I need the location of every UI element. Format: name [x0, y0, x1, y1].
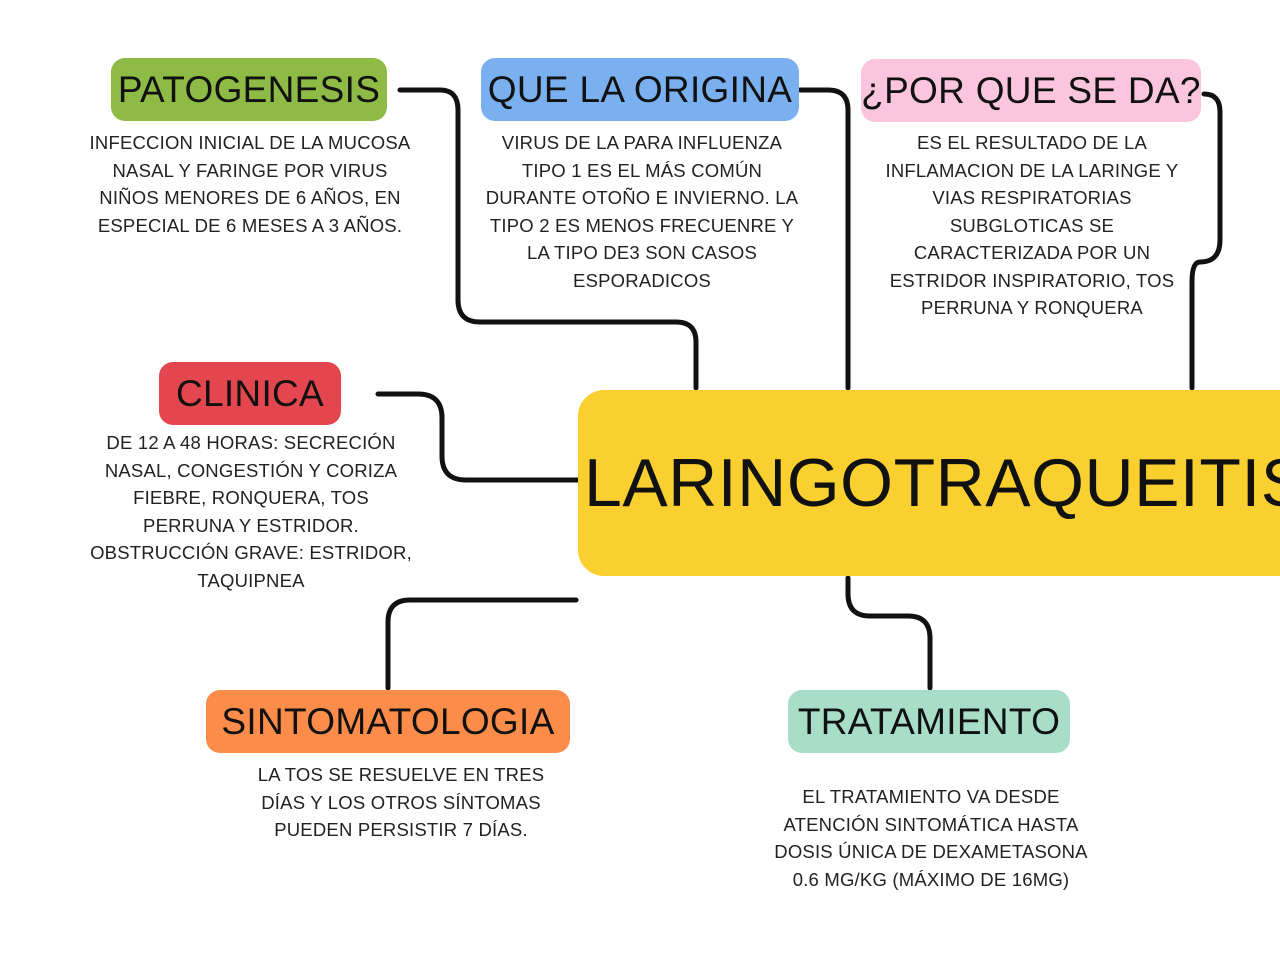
node-tratamiento-description: EL TRATAMIENTO VA DESDE ATENCIÓN SINTOMÁ…	[740, 783, 1122, 893]
description-line: LA TIPO DE3 SON CASOS	[526, 242, 758, 263]
node-por-que-se-da-description: ES EL RESULTADO DE LA INFLAMACION DE LA …	[842, 129, 1222, 322]
description-line: DÍAS Y LOS OTROS SÍNTOMAS	[261, 791, 541, 813]
node-sintomatologia-description: LA TOS SE RESUELVE EN TRES DÍAS Y LOS OT…	[210, 761, 592, 844]
description-line: PERRUNA Y RONQUERA	[921, 297, 1143, 318]
description-line: DE 12 A 48 HORAS: SECRECIÓN	[106, 432, 396, 453]
node-por-que-se-da: ¿POR QUE SE DA?	[861, 59, 1201, 122]
node-que-la-origina: QUE LA ORIGINA	[481, 58, 799, 121]
description-line: VIRUS DE LA PARA INFLUENZA	[501, 132, 783, 153]
description-line: NASAL Y FARINGE POR VIRUS	[112, 159, 388, 181]
description-line: ESTRIDOR INSPIRATORIO, TOS	[889, 269, 1175, 291]
description-line: PUEDEN PERSISTIR 7 DÍAS.	[274, 819, 528, 840]
node-tratamiento: TRATAMIENTO	[788, 690, 1070, 753]
description-line: TIPO 2 ES MENOS FRECUENRE Y	[489, 214, 795, 236]
description-line: ES EL RESULTADO DE LA	[916, 132, 1148, 153]
connector-patogenesis	[397, 87, 699, 391]
node-clinica: CLINICA	[159, 362, 341, 425]
node-clinica-description: DE 12 A 48 HORAS: SECRECIÓN NASAL, CONGE…	[60, 429, 442, 594]
description-line: OBSTRUCCIÓN GRAVE: ESTRIDOR,	[90, 542, 412, 563]
description-line: FIEBRE, RONQUERA, TOS	[133, 487, 369, 508]
description-line: CARACTERIZADA POR UN	[913, 242, 1151, 263]
description-line: ESPORADICOS	[573, 269, 711, 291]
node-clinica-title: CLINICA	[175, 372, 325, 414]
connector-clinica	[375, 391, 581, 483]
description-line: SUBGLOTICAS SE	[949, 214, 1115, 236]
description-line: VIAS RESPIRATORIAS	[932, 187, 1132, 208]
node-patogenesis-description: INFECCION INICIAL DE LA MUCOSA NASAL Y F…	[60, 129, 440, 239]
node-que-la-origina-description: VIRUS DE LA PARA INFLUENZA TIPO 1 ES EL …	[452, 129, 832, 294]
connector-tratamiento	[845, 575, 933, 691]
description-line: EL TRATAMIENTO VA DESDE	[802, 786, 1060, 807]
description-line: LA TOS SE RESUELVE EN TRES	[257, 764, 545, 785]
description-line: TIPO 1 ES EL MÁS COMÚN	[521, 159, 763, 181]
node-patogenesis-title: PATOGENESIS	[117, 68, 381, 110]
center-node: LARINGOTRAQUEITIS	[578, 390, 1280, 576]
description-line: NASAL, CONGESTIÓN Y CORIZA	[104, 459, 398, 481]
description-line: TAQUIPNEA	[197, 569, 305, 591]
description-line: PERRUNA Y ESTRIDOR.	[143, 514, 359, 536]
description-line: INFECCION INICIAL DE LA MUCOSA	[89, 132, 411, 153]
node-tratamiento-title: TRATAMIENTO	[797, 700, 1061, 742]
node-sintomatologia: SINTOMATOLOGIA	[206, 690, 570, 753]
node-sintomatologia-title: SINTOMATOLOGIA	[221, 700, 555, 742]
connector-sintomatologia	[385, 597, 579, 691]
description-line: DURANTE OTOÑO E INVIERNO. LA	[485, 187, 799, 208]
center-title: LARINGOTRAQUEITIS	[584, 445, 1280, 521]
node-patogenesis: PATOGENESIS	[111, 58, 387, 121]
description-line: ATENCIÓN SINTOMÁTICA HASTA	[783, 813, 1079, 835]
connector-que-la-origina	[797, 87, 851, 391]
description-line: NIÑOS MENORES DE 6 AÑOS, EN	[99, 187, 401, 208]
node-por-que-se-da-title: ¿POR QUE SE DA?	[861, 69, 1201, 111]
connector-por-que-se-da	[1189, 91, 1223, 391]
node-que-la-origina-title: QUE LA ORIGINA	[487, 68, 793, 110]
description-line: INFLAMACION DE LA LARINGE Y	[885, 159, 1179, 181]
description-line: 0.6 MG/KG (MÁXIMO DE 16MG)	[792, 868, 1070, 890]
description-line: DOSIS ÚNICA DE DEXAMETASONA	[774, 841, 1088, 862]
description-line: ESPECIAL DE 6 MESES A 3 AÑOS.	[97, 214, 403, 236]
